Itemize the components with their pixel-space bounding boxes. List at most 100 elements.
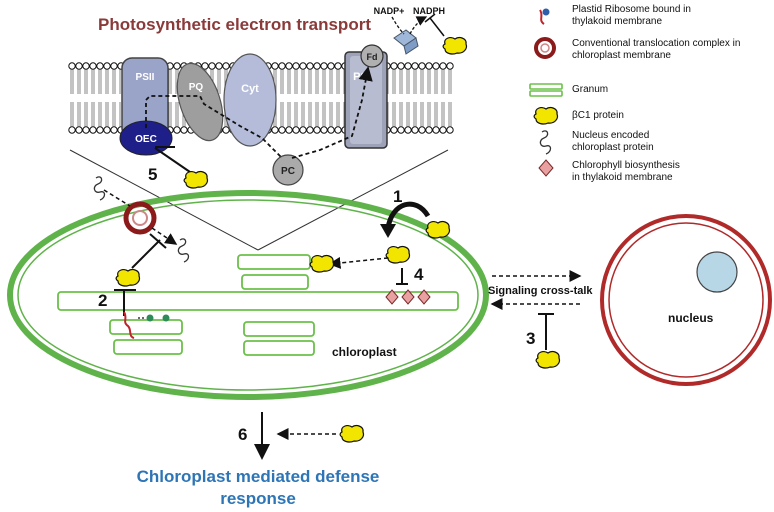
lipid-head	[411, 126, 419, 134]
lipid-head	[96, 126, 104, 134]
lipid-head	[425, 62, 433, 70]
lipid-head	[404, 126, 412, 134]
import-arrow-in	[103, 189, 131, 207]
legend-chlorophyll-line1: Chlorophyll biosynthesis	[572, 160, 680, 171]
lipid-head	[418, 62, 426, 70]
lipid-tail	[336, 102, 340, 127]
import-inhibition-bar	[149, 233, 167, 249]
lipid-head	[208, 62, 216, 70]
translocon-icon	[534, 37, 556, 59]
defense-label-line1: Chloroplast mediated defense	[137, 467, 380, 486]
fnr-enzyme-icon	[393, 29, 419, 55]
lipid-tail	[84, 69, 88, 94]
lipid-tail	[98, 102, 102, 127]
lipid-head	[404, 62, 412, 70]
lipid-tail	[448, 102, 452, 127]
chlorophyll-diamond-icon	[385, 289, 431, 305]
lipid-head	[334, 62, 342, 70]
lipid-head	[89, 126, 97, 134]
nucleus-envelope	[600, 214, 772, 386]
lipid-tail	[168, 69, 172, 94]
legend: Plastid Ribosome bound in thylakoid memb…	[529, 4, 740, 183]
lipid-tail	[112, 102, 116, 127]
lipid-head	[75, 126, 83, 134]
chloroplast-envelope	[7, 190, 489, 400]
step-4-label: 4	[414, 265, 424, 284]
bc1-protein-icon	[115, 269, 141, 287]
bc1-protein-icon	[442, 37, 468, 55]
nadph-label: NADPH	[413, 6, 445, 16]
lipid-head	[222, 62, 230, 70]
lipid-head	[110, 62, 118, 70]
lipid-tail	[413, 69, 417, 94]
lipid-tail	[434, 102, 438, 127]
grana-stacks	[57, 254, 459, 356]
lipid-head	[299, 62, 307, 70]
legend-granum-label: Granum	[572, 84, 608, 95]
legend-bc1-label: βC1 protein	[572, 110, 624, 121]
legend-nuclear-protein-line1: Nucleus encoded	[572, 130, 649, 141]
lipid-head	[222, 126, 230, 134]
cyt-complex: Cyt	[223, 53, 277, 147]
lipid-head	[397, 126, 405, 134]
lipid-tail	[91, 69, 95, 94]
import-arrow-out	[151, 227, 178, 245]
lipid-head	[292, 62, 300, 70]
lipid-head	[173, 62, 181, 70]
lipid-head	[313, 126, 321, 134]
nuclear-protein-icon	[93, 176, 106, 201]
lipid-head	[285, 126, 293, 134]
defense-label-line2: response	[220, 489, 296, 508]
lipid-tail	[308, 102, 312, 127]
pq-label: PQ	[189, 82, 204, 93]
lipid-head	[306, 62, 314, 70]
lipid-head	[278, 62, 286, 70]
psii-label: PSII	[136, 72, 155, 83]
lipid-tail	[448, 69, 452, 94]
bc1-protein-icon	[309, 255, 335, 273]
legend-ribosome-line2: thylakoid membrane	[572, 16, 662, 27]
ribosome-icon	[539, 8, 550, 25]
nucleus-inner-membrane	[608, 222, 764, 378]
lipid-tail	[175, 102, 179, 127]
lipid-head	[418, 126, 426, 134]
lipid-head	[390, 62, 398, 70]
lipid-head	[103, 62, 111, 70]
lipid-head	[432, 126, 440, 134]
lipid-head	[320, 62, 328, 70]
lipid-tail	[217, 69, 221, 94]
chloroplast-label: chloroplast	[332, 345, 397, 359]
lipid-tail	[168, 102, 172, 127]
lipid-tail	[322, 69, 326, 94]
lipid-head	[425, 126, 433, 134]
legend-chlorophyll-line2: in thylakoid membrane	[572, 172, 673, 183]
cyt-label: Cyt	[241, 83, 259, 95]
lipid-tail	[280, 69, 284, 94]
lipid-head	[306, 126, 314, 134]
step1-curved-arrow	[385, 201, 431, 229]
electron-transport-path	[145, 68, 368, 159]
step-3-label: 3	[526, 329, 535, 348]
lipid-head	[103, 126, 111, 134]
lipid-head	[215, 62, 223, 70]
lipid-head	[68, 62, 76, 70]
lipid-tail	[70, 69, 74, 94]
lipid-head	[278, 126, 286, 134]
lipid-head	[397, 62, 405, 70]
lipid-head	[313, 62, 321, 70]
chlorophyll-diamond-icon	[538, 159, 554, 177]
lipid-head	[110, 126, 118, 134]
bc1-protein-icon	[385, 246, 411, 264]
ribosome-icon	[123, 311, 170, 339]
bc1-protein-icon	[339, 425, 365, 443]
lipid-tail	[406, 69, 410, 94]
lipid-tail	[98, 69, 102, 94]
bc1-protein-icon	[533, 107, 559, 125]
lipid-head	[285, 62, 293, 70]
lipid-tail	[427, 69, 431, 94]
nucleolus	[696, 251, 738, 293]
lipid-tail	[91, 102, 95, 127]
nucleus-label: nucleus	[668, 311, 714, 325]
lipid-tail	[329, 69, 333, 94]
